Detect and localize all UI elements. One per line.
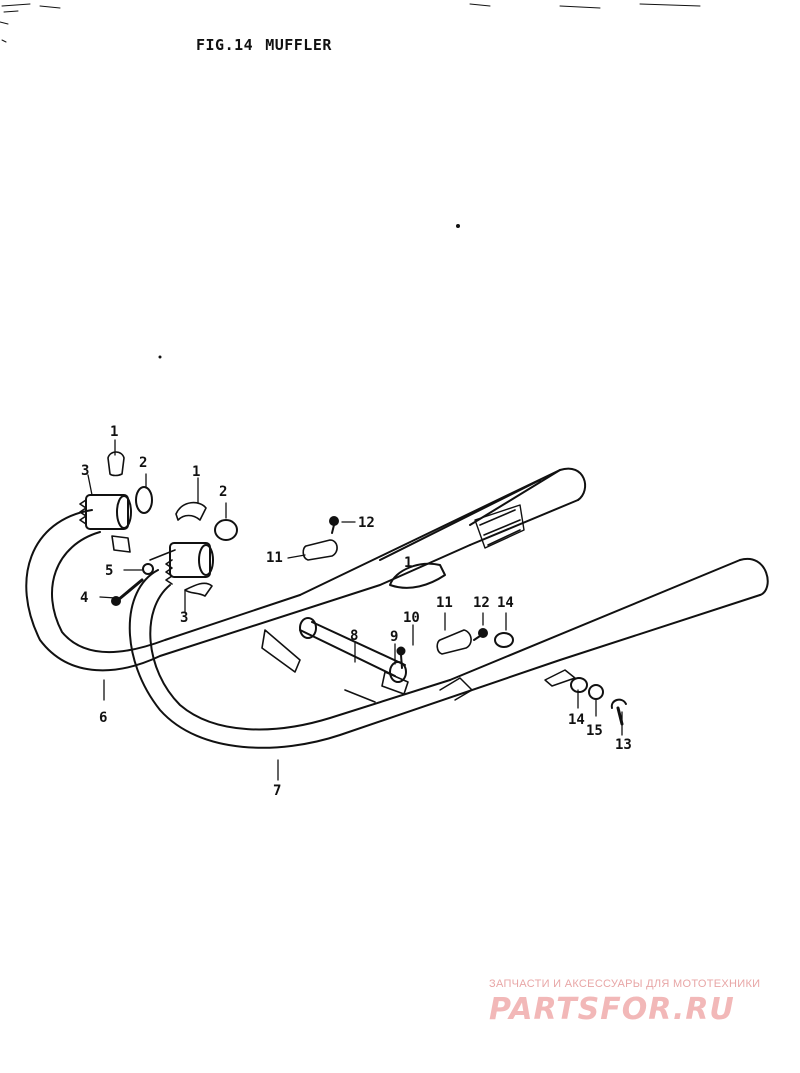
callout-2: 2 — [219, 484, 227, 500]
callout-1-bracket: 1 — [404, 555, 412, 571]
bolt-12-right — [473, 628, 488, 641]
watermark-subtitle: ЗАПЧАСТИ И АКСЕССУАРЫ ДЛЯ МОТОТЕХНИКИ — [489, 978, 761, 990]
cotter-1-right — [175, 501, 207, 521]
clamp-11-right — [436, 629, 472, 655]
callout-3: 3 — [180, 610, 188, 626]
callout-4: 4 — [80, 590, 88, 606]
callout-10: 10 — [403, 610, 420, 626]
callout-3: 3 — [81, 463, 89, 479]
callout-13: 13 — [615, 737, 632, 753]
washer-5 — [142, 563, 154, 575]
callout-2: 2 — [139, 455, 147, 471]
balance-pipe-8 — [261, 617, 407, 703]
bolt-4 — [111, 578, 144, 606]
bolt-13 — [610, 698, 627, 726]
figure-title: MUFFLER — [265, 36, 332, 54]
clamp-11-left — [302, 539, 338, 561]
figure-heading: FIG.14 MUFFLER — [196, 36, 344, 54]
callout-12: 12 — [473, 595, 490, 611]
callout-11: 11 — [436, 595, 453, 611]
clamp-9 — [381, 671, 409, 695]
bolt-10 — [396, 646, 406, 669]
watermark-logo: PARTSFOR.RU — [489, 992, 735, 1027]
callout-8: 8 — [350, 628, 358, 644]
callout-14: 14 — [568, 712, 585, 728]
callout-1: 1 — [192, 464, 200, 480]
callout-1: 1 — [110, 424, 118, 440]
muffler-7 — [128, 557, 769, 749]
callout-15: 15 — [586, 723, 603, 739]
callout-labels: 1 1 2 2 3 3 4 5 6 7 8 9 10 11 11 12 12 1… — [80, 424, 632, 799]
washer-14-lower — [570, 677, 588, 693]
cotter-1-left — [107, 451, 125, 477]
washer-14-upper — [494, 632, 514, 648]
exhaust-flange-right — [149, 542, 214, 597]
callout-5: 5 — [105, 563, 113, 579]
scan-noise — [0, 3, 701, 43]
leader-lines — [87, 439, 623, 781]
flange-bracket — [111, 535, 131, 553]
figure-number: FIG.14 — [196, 36, 254, 54]
callout-11: 11 — [266, 550, 283, 566]
callout-12: 12 — [358, 515, 375, 531]
callout-7: 7 — [273, 783, 281, 799]
nut-15 — [588, 684, 604, 700]
gasket-2-right — [214, 519, 238, 541]
callout-6: 6 — [99, 710, 107, 726]
callout-14: 14 — [497, 595, 514, 611]
scan-specks — [158, 224, 460, 359]
bolt-12-left — [329, 516, 339, 534]
exhaust-flange-left — [79, 494, 132, 530]
gasket-2-left — [135, 486, 153, 514]
callout-9: 9 — [390, 629, 398, 645]
